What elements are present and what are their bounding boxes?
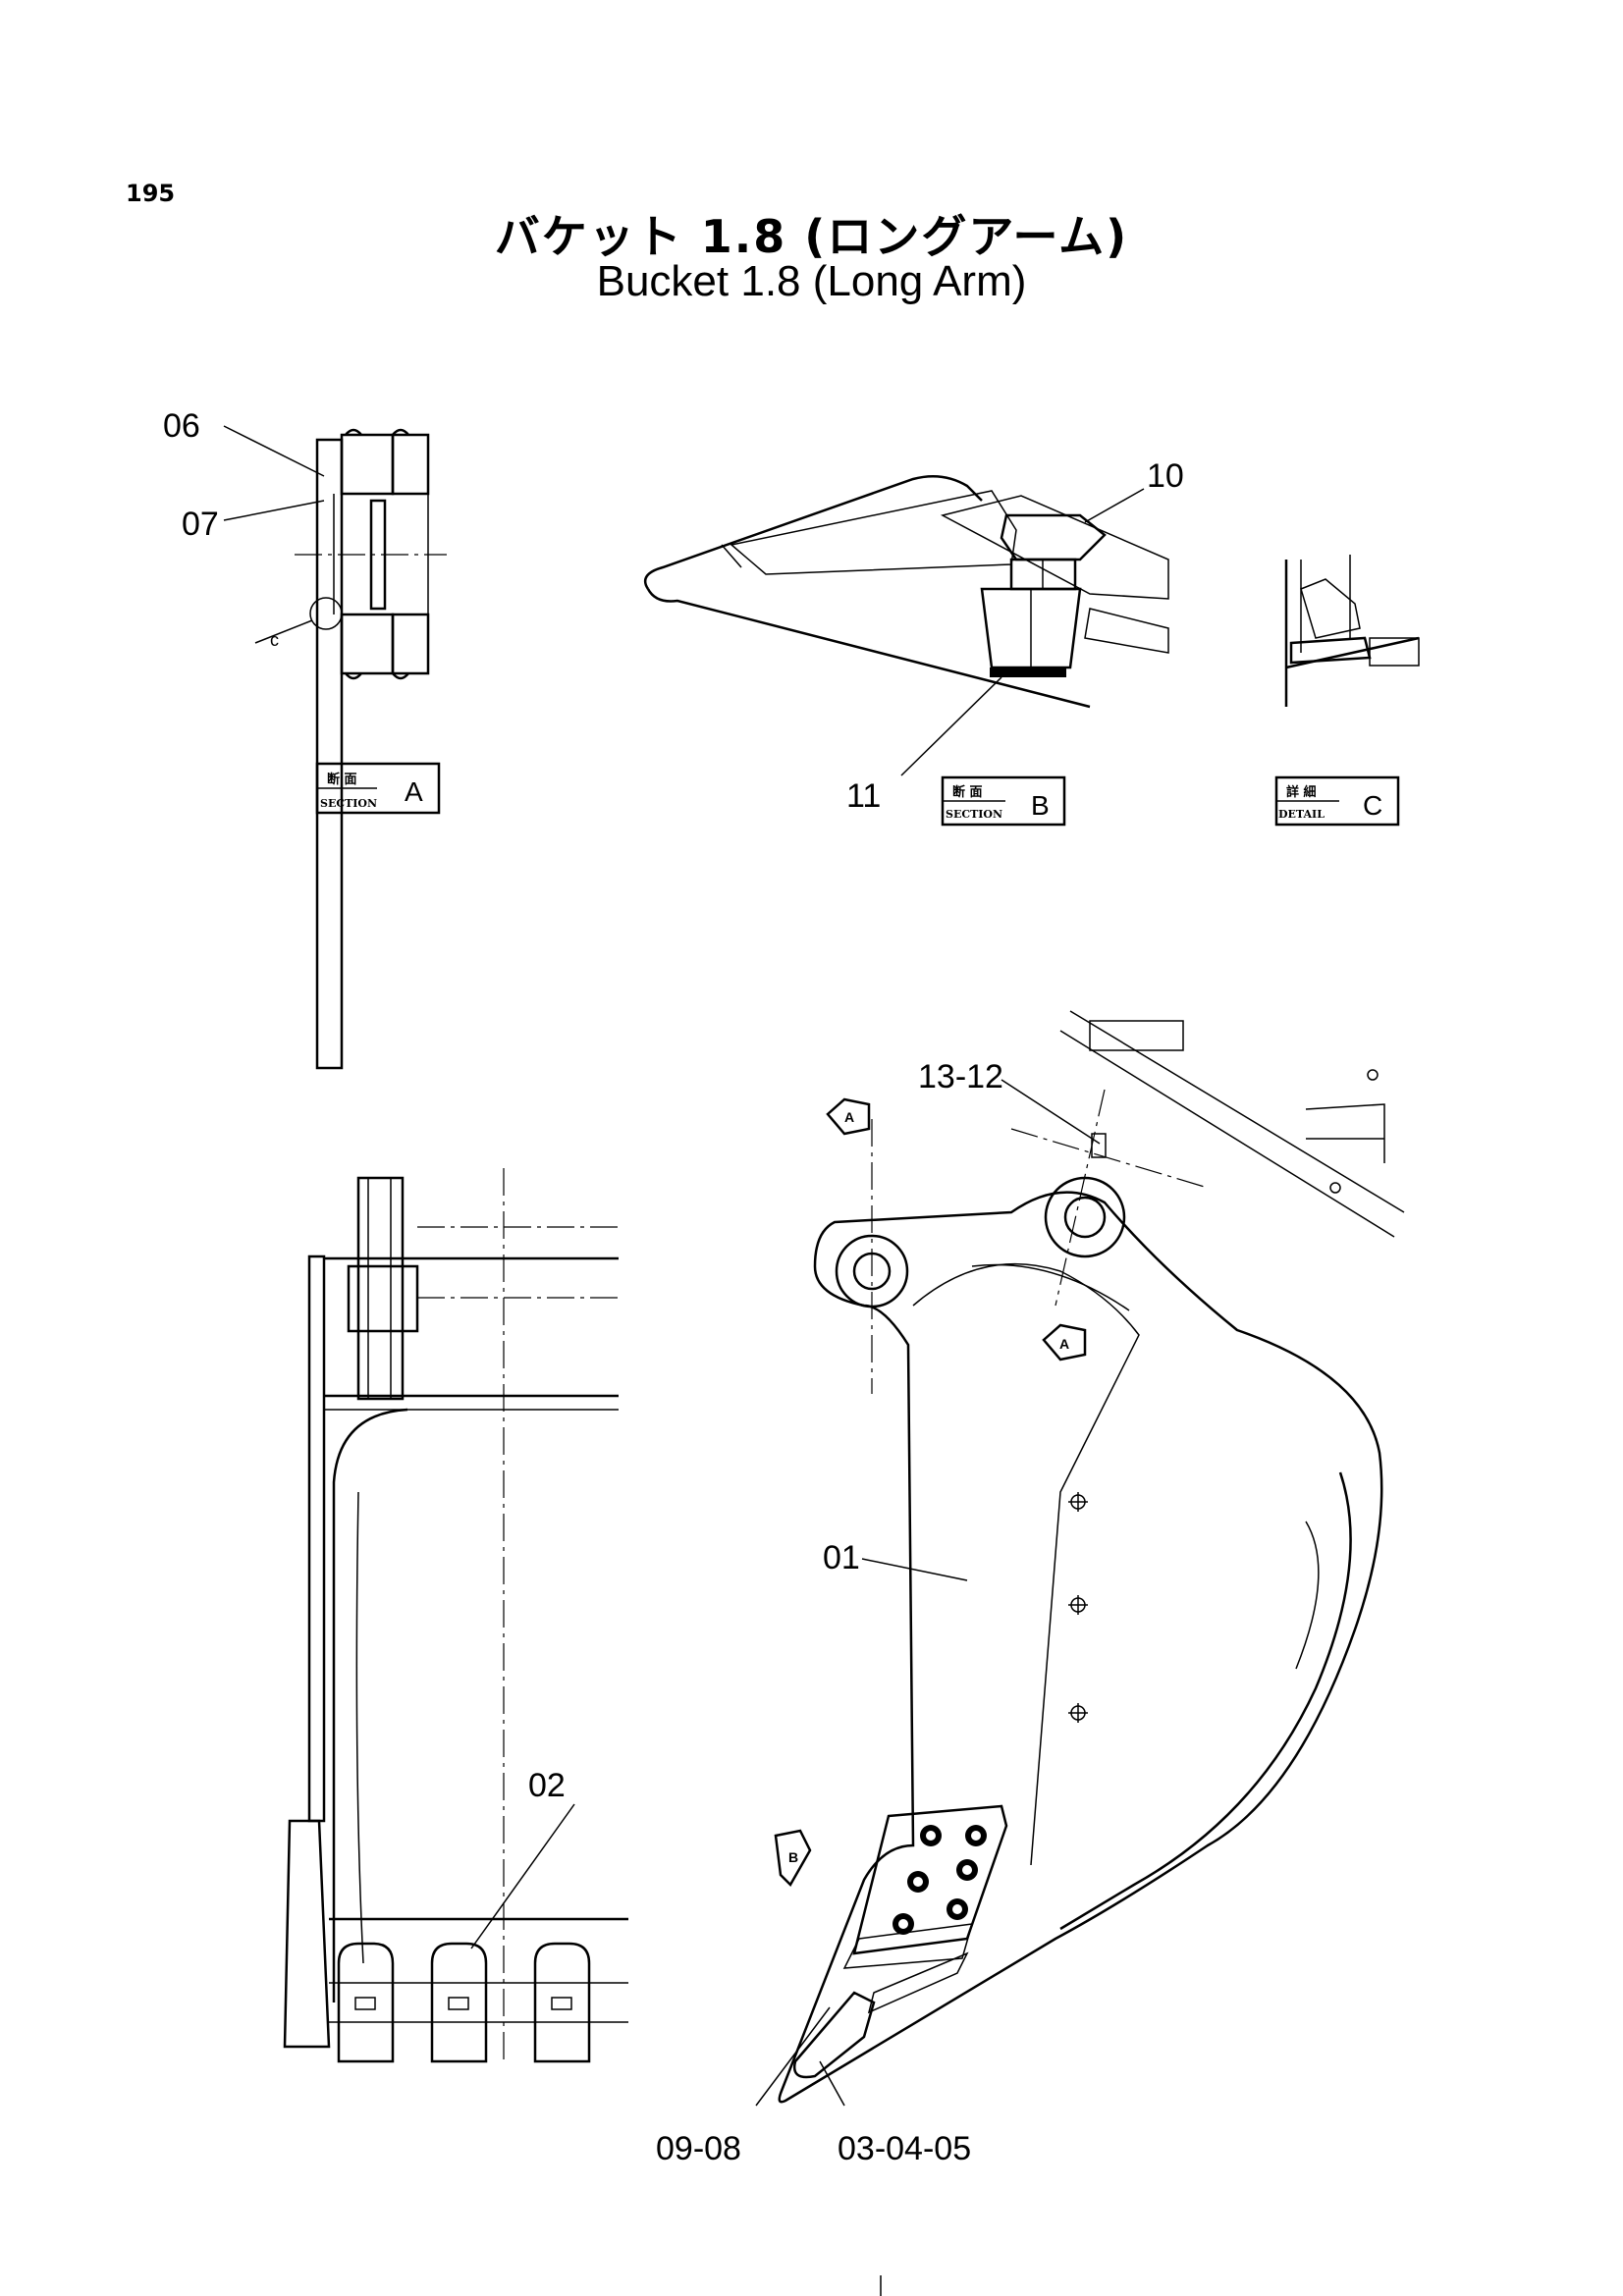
callout-09-08: 09-08 bbox=[656, 2130, 741, 2167]
bucket-side-view: A A B 13-12 01 09-08 03-04-05 bbox=[656, 1010, 1405, 2167]
svg-text:A: A bbox=[844, 1109, 854, 1125]
section-b-letter: B bbox=[1031, 790, 1050, 821]
section-b-caption: SECTION bbox=[946, 808, 1002, 821]
callout-07: 07 bbox=[182, 506, 219, 543]
callout-11: 11 bbox=[846, 777, 881, 815]
section-a-caption-box: 断 面 SECTION A bbox=[315, 762, 441, 815]
callout-06: 06 bbox=[163, 407, 200, 445]
callout-10: 10 bbox=[1147, 457, 1184, 495]
bucket-front-view: 02 bbox=[283, 1168, 628, 2063]
bucket-tooth-3 bbox=[533, 1942, 591, 2063]
view-tag-a-mid: A bbox=[1042, 1323, 1087, 1362]
detail-c-kanji: 詳 細 bbox=[1286, 784, 1317, 800]
callout-01: 01 bbox=[823, 1539, 860, 1576]
svg-text:B: B bbox=[788, 1849, 798, 1865]
section-a-kanji: 断 面 bbox=[327, 772, 357, 787]
section-b-kanji: 断 面 bbox=[952, 784, 983, 800]
svg-text:A: A bbox=[1059, 1336, 1069, 1352]
callout-02: 02 bbox=[528, 1767, 566, 1804]
section-b-view: 10 11 断 面 SECTION B bbox=[643, 457, 1184, 827]
callout-13-12: 13-12 bbox=[918, 1058, 1003, 1095]
callout-c: c bbox=[270, 630, 279, 650]
title-english: Bucket 1.8 (Long Arm) bbox=[596, 257, 1027, 305]
section-a-letter: A bbox=[405, 776, 423, 807]
side-bolt-marks bbox=[1068, 1069, 1379, 1723]
detail-c-view: 詳 細 DETAIL C bbox=[1274, 555, 1420, 827]
section-b-caption-box: 断 面 SECTION B bbox=[941, 775, 1066, 827]
detail-c-caption: DETAIL bbox=[1278, 808, 1325, 821]
adapter-bolts bbox=[893, 1825, 987, 1935]
view-tag-b: B bbox=[774, 1829, 812, 1888]
detail-c-letter: C bbox=[1363, 790, 1382, 821]
title-japanese: バケット 1.8 (ロングアーム) bbox=[494, 210, 1129, 263]
bucket-tooth-1 bbox=[337, 1942, 395, 2063]
callout-03-04-05: 03-04-05 bbox=[838, 2130, 971, 2167]
detail-c-caption-box: 詳 細 DETAIL C bbox=[1274, 775, 1400, 827]
view-tag-a-top: A bbox=[826, 1097, 871, 1136]
bucket-tooth-2 bbox=[430, 1942, 488, 2063]
page-number: 195 bbox=[126, 180, 176, 207]
section-a-caption: SECTION bbox=[320, 797, 377, 810]
section-a-view: 06 07 c 断 面 SECTION A bbox=[163, 407, 447, 1070]
